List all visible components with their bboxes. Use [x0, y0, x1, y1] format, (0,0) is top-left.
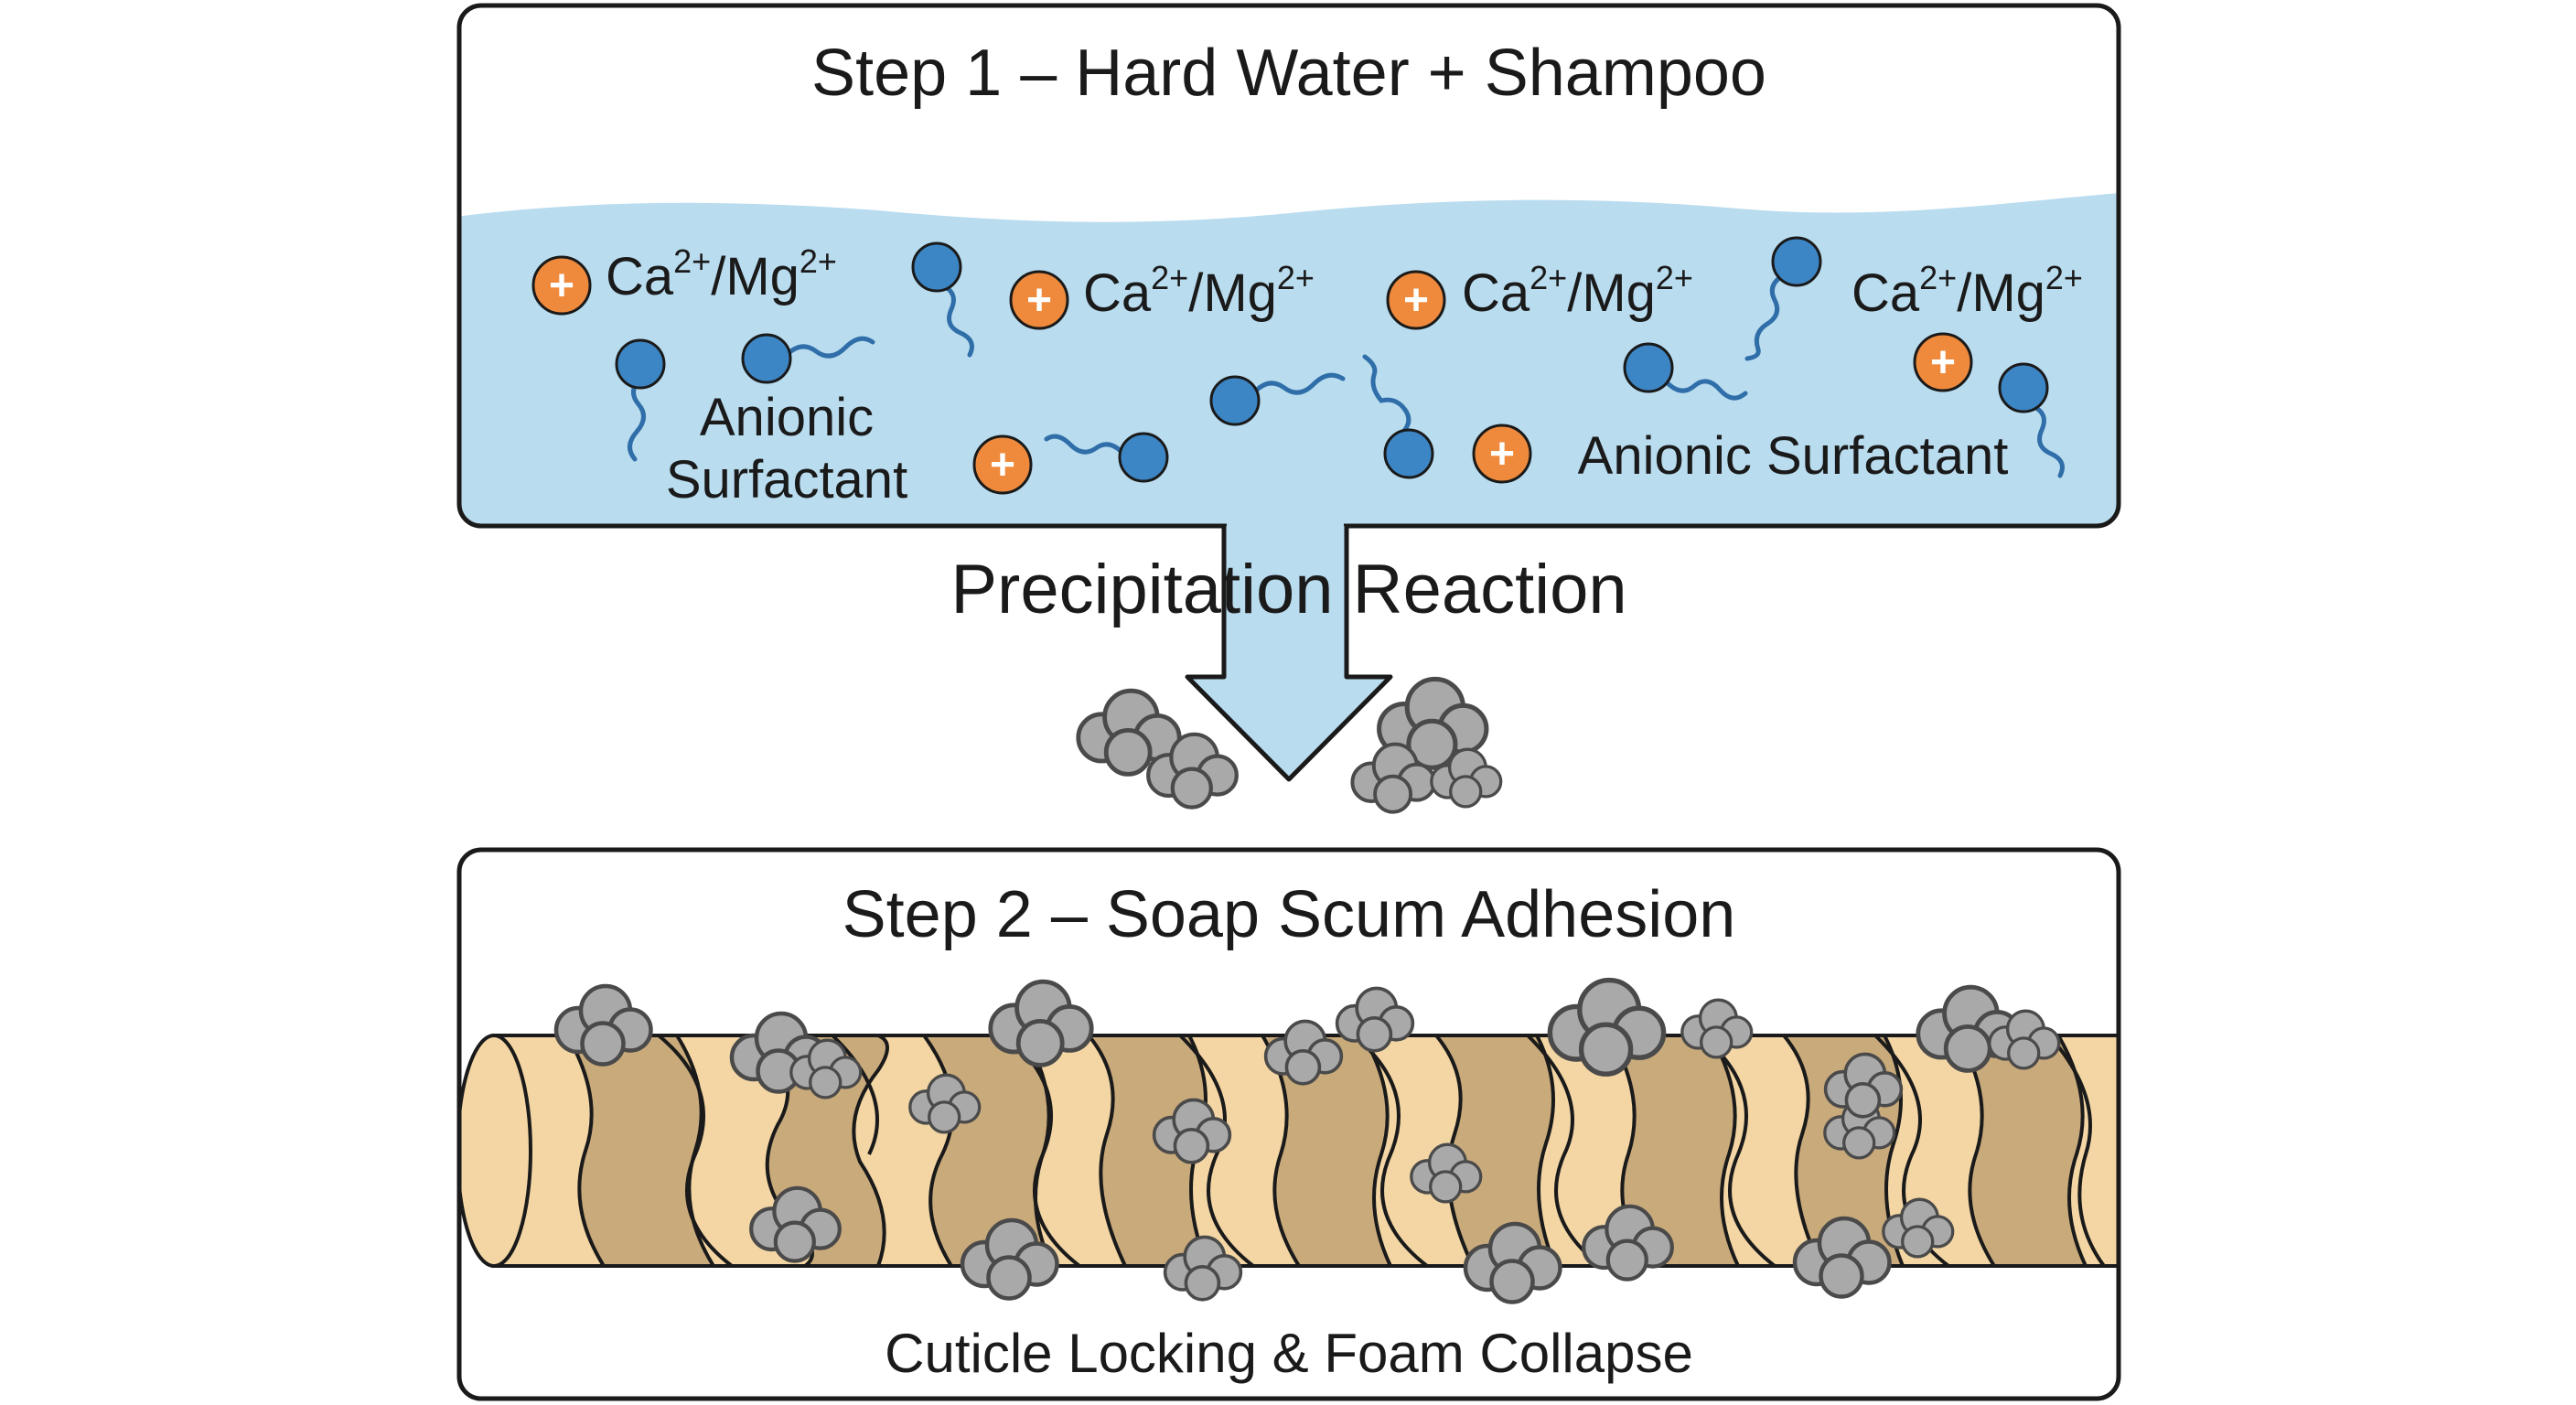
precipitation-label: Precipitation Reaction	[950, 551, 1626, 628]
cation-icon: +	[1386, 270, 1446, 330]
cation-icon: +	[972, 434, 1033, 495]
down-arrow-icon	[1185, 521, 1393, 782]
surfactant-icon	[911, 241, 974, 358]
surfactant-icon	[1362, 354, 1434, 479]
surfactant-label-line2: Surfactant	[666, 450, 907, 509]
svg-text:+: +	[1026, 276, 1052, 325]
surfactant-icon	[1044, 432, 1169, 483]
surfactant-icon	[741, 333, 875, 384]
surfactant-icon	[1623, 342, 1748, 401]
cation-icon: +	[531, 255, 592, 316]
surfactant-molecules	[615, 236, 2065, 483]
step2-frame	[456, 847, 2121, 1401]
cation-icon: +	[1009, 270, 1069, 330]
step1-panel: Step 1 – Hard Water + Shampoo + + + + +	[456, 3, 2121, 529]
step2-panel: Step 2 – Soap Scum Adhesion	[456, 847, 2121, 1401]
svg-text:+: +	[549, 262, 574, 310]
ion-label: Ca2+/Mg2+	[1852, 259, 2083, 323]
surfactant-icon	[1998, 362, 2065, 478]
water-region	[459, 192, 2119, 526]
surfactant-icon	[1209, 372, 1346, 426]
step2-title: Step 2 – Soap Scum Adhesion	[843, 878, 1736, 951]
svg-text:+: +	[1403, 276, 1429, 325]
cation-icon: +	[1913, 332, 1973, 392]
surfactant-icon	[1744, 236, 1822, 361]
surfactant-label-inline: Anionic Surfactant	[1578, 426, 2009, 486]
surfactant-icon	[615, 338, 666, 462]
cation-icon: +	[1472, 424, 1532, 484]
svg-text:+: +	[1930, 338, 1956, 387]
ion-label: Ca2+/Mg2+	[1462, 259, 1693, 323]
step1-title: Step 1 – Hard Water + Shampoo	[811, 37, 1766, 110]
svg-text:+: +	[990, 441, 1015, 489]
ion-label: Ca2+/Mg2+	[1083, 259, 1315, 323]
svg-text:+: +	[1489, 430, 1515, 478]
surfactant-label-line1: Anionic	[700, 388, 874, 447]
ion-label: Ca2+/Mg2+	[606, 242, 837, 306]
cation-icons: + + + + + +	[531, 255, 1973, 495]
step2-caption: Cuticle Locking & Foam Collapse	[885, 1323, 1693, 1384]
